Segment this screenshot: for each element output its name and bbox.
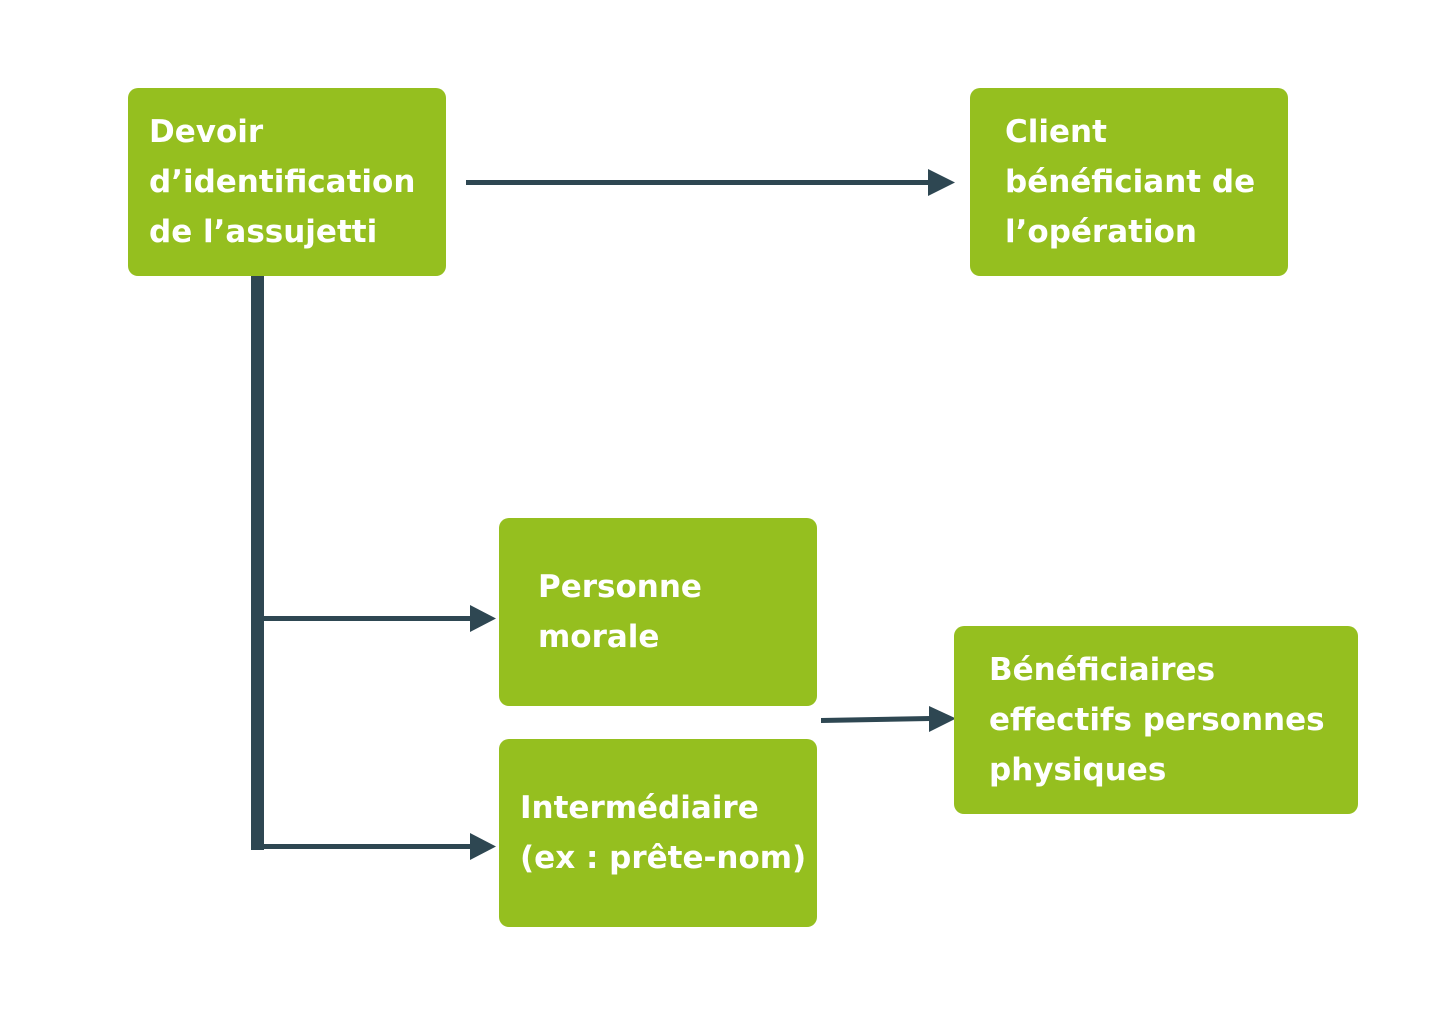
node-line: de l’assujetti <box>149 214 378 250</box>
arrow-devoir-to-intermediaire <box>264 833 496 860</box>
node-line: physiques <box>989 752 1167 788</box>
arrow-to-beneficiaires <box>821 706 956 732</box>
node-client-beneficiant: Client bénéficiant de l’opération <box>970 88 1288 276</box>
arrow-devoir-to-client <box>466 169 955 196</box>
node-line: (ex : prête-nom) <box>520 840 807 876</box>
node-line: d’identification <box>149 164 416 200</box>
node-line: Bénéficiaires <box>989 652 1216 688</box>
node-line: Client <box>1005 114 1107 150</box>
node-line: Personne <box>538 569 702 605</box>
node-line: Devoir <box>149 114 264 150</box>
node-devoir-identification: Devoir d’identification de l’assujetti <box>128 88 446 276</box>
node-line: bénéficiant de <box>1005 164 1256 200</box>
node-line: l’opération <box>1005 214 1197 250</box>
node-intermediaire: Intermédiaire (ex : prête-nom) <box>499 739 817 927</box>
arrow-devoir-to-personne-morale <box>264 605 496 632</box>
node-line: Intermédiaire <box>520 790 759 826</box>
node-beneficiaires-effectifs: Bénéficiaires effectifs personnes physiq… <box>954 626 1358 814</box>
node-personne-morale: Personne morale <box>499 518 817 706</box>
trunk-line <box>251 276 264 850</box>
node-line: morale <box>538 619 660 655</box>
node-line: effectifs personnes <box>989 702 1325 738</box>
